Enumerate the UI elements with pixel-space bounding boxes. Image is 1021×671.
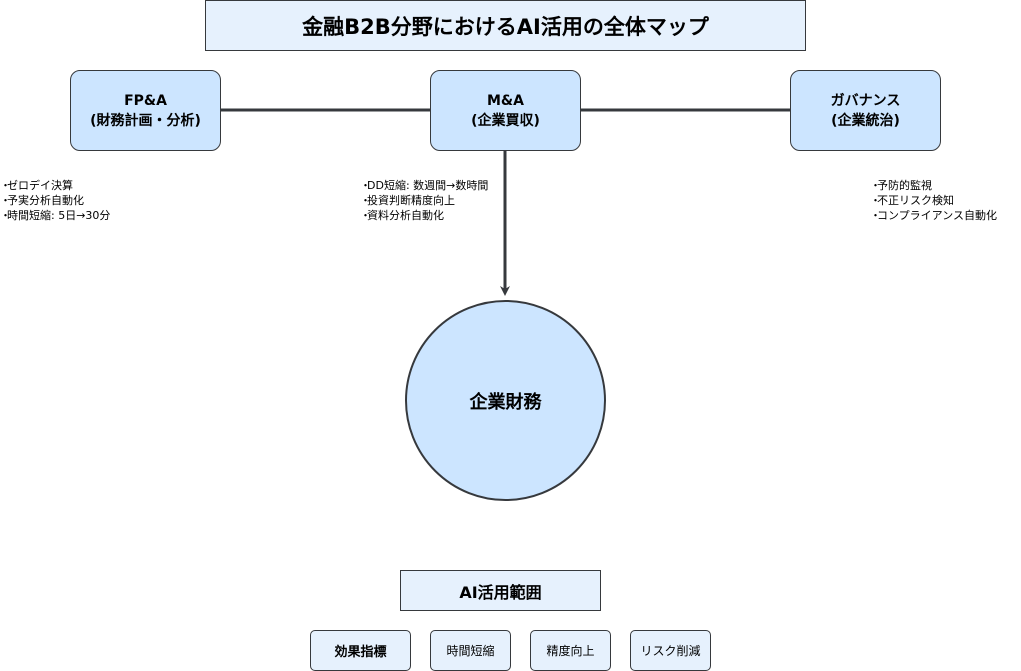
node-governance-subtitle: (企業統治) <box>831 112 900 129</box>
ai-scope-title: AI活用範囲 <box>400 570 601 611</box>
note-item: 不正リスク検知 <box>870 193 997 208</box>
node-ma-subtitle: (企業買収) <box>471 112 540 129</box>
diagram-title-text: 金融B2B分野におけるAI活用の全体マップ <box>302 14 709 39</box>
note-item: 投資判断精度向上 <box>360 193 488 208</box>
note-item: 予実分析自動化 <box>0 193 110 208</box>
center-node-corporate-finance[interactable]: 企業財務 <box>405 300 606 501</box>
notes-fpa: ゼロデイ決算 予実分析自動化 時間短縮: 5日→30分 <box>0 178 110 223</box>
node-ma-title: M&A <box>487 92 524 109</box>
note-item: コンプライアンス自動化 <box>870 208 997 223</box>
note-item: 資料分析自動化 <box>360 208 488 223</box>
metric-label: リスク削減 <box>640 644 701 658</box>
metric-label: 効果指標 <box>334 645 387 660</box>
node-ma[interactable]: M&A (企業買収) <box>430 70 581 151</box>
note-item: 時間短縮: 5日→30分 <box>0 208 110 223</box>
metric-effect-indicator[interactable]: 効果指標 <box>310 630 411 671</box>
note-item: 予防的監視 <box>870 178 997 193</box>
metric-accuracy-improvement[interactable]: 精度向上 <box>530 630 611 671</box>
metric-time-reduction[interactable]: 時間短縮 <box>430 630 511 671</box>
metric-label: 時間短縮 <box>446 644 495 658</box>
node-fpa-title: FP&A <box>124 92 167 109</box>
node-fpa[interactable]: FP&A (財務計画・分析) <box>70 70 221 151</box>
node-governance[interactable]: ガバナンス (企業統治) <box>790 70 941 151</box>
node-governance-title: ガバナンス <box>830 92 901 109</box>
notes-ma: DD短縮: 数週間→数時間 投資判断精度向上 資料分析自動化 <box>360 178 488 223</box>
ai-scope-title-text: AI活用範囲 <box>459 582 542 602</box>
diagram-title: 金融B2B分野におけるAI活用の全体マップ <box>205 0 806 51</box>
metric-label: 精度向上 <box>546 644 595 658</box>
notes-governance: 予防的監視 不正リスク検知 コンプライアンス自動化 <box>870 178 997 223</box>
note-item: ゼロデイ決算 <box>0 178 110 193</box>
metric-risk-reduction[interactable]: リスク削減 <box>630 630 711 671</box>
node-fpa-subtitle: (財務計画・分析) <box>90 112 201 129</box>
note-item: DD短縮: 数週間→数時間 <box>360 178 488 193</box>
center-node-label: 企業財務 <box>469 391 542 413</box>
